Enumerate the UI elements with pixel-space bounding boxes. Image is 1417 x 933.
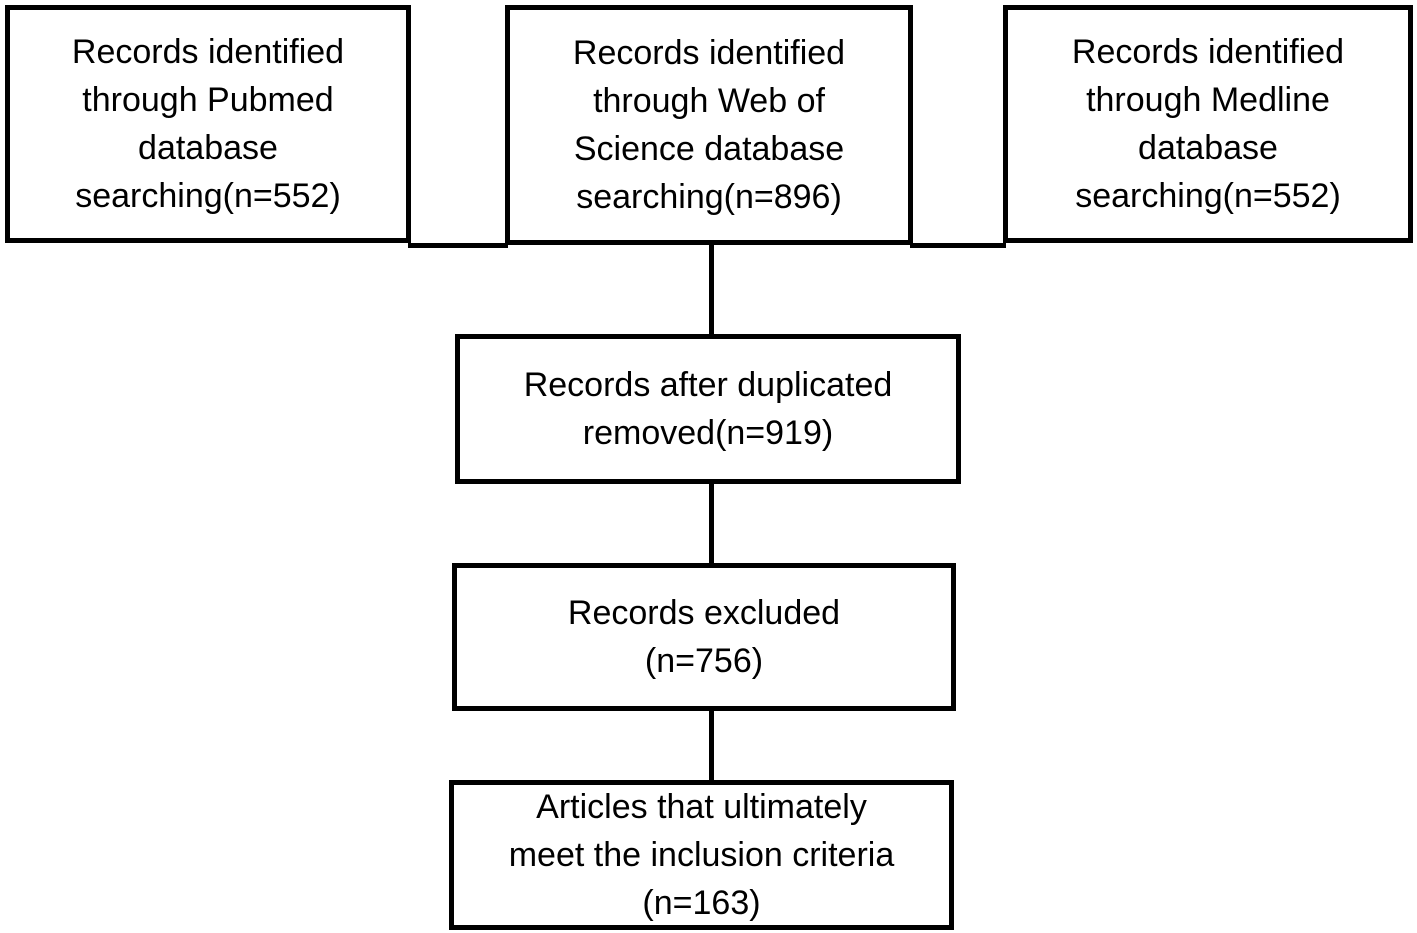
pubmed-records-text: Records identified through Pubmed databa… [71, 33, 345, 215]
connector-excluded-to-inclusion [709, 711, 714, 780]
meet-inclusion-criteria-text: Articles that ultimately meet the inclus… [508, 788, 895, 922]
box-meet-inclusion-criteria: Articles that ultimately meet the inclus… [449, 780, 954, 930]
records-excluded-text: Records excluded (n=756) [567, 594, 841, 680]
after-duplicates-removed-text: Records after duplicated removed(n=919) [523, 366, 893, 452]
box-after-duplicates-removed: Records after duplicated removed(n=919) [455, 334, 961, 484]
box-pubmed-records: Records identified through Pubmed databa… [5, 5, 411, 243]
box-web-of-science-records: Records identified through Web of Scienc… [505, 5, 913, 245]
connector-wos-to-duplicates [709, 243, 714, 334]
connector-wos-to-medline [910, 243, 1006, 248]
connector-duplicates-to-excluded [709, 484, 714, 563]
box-medline-records: Records identified through Medline datab… [1003, 5, 1413, 243]
medline-records-text: Records identified through Medline datab… [1071, 33, 1345, 215]
connector-pubmed-to-wos [408, 243, 508, 248]
web-of-science-records-text: Records identified through Web of Scienc… [572, 34, 846, 216]
box-records-excluded: Records excluded (n=756) [452, 563, 956, 711]
